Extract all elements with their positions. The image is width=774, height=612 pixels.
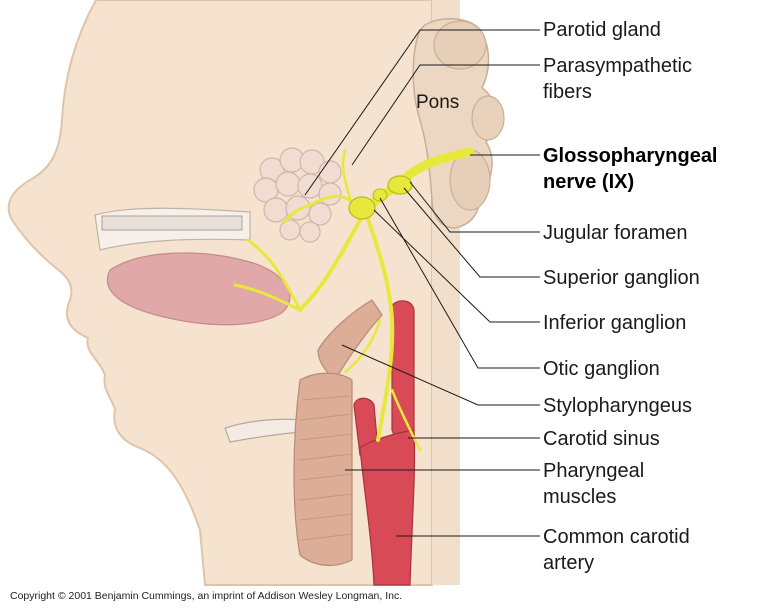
label-glossopharyngeal-nerve: nerve (IX) [543,171,635,193]
stylopharyngeus-muscle [317,299,383,381]
label-stylopharyngeus: Stylopharyngeus [543,395,692,417]
leader-lines [304,29,540,537]
label-pharyngeal-muscles: muscles [543,486,617,508]
label-glossopharyngeal: Glossopharyngeal [543,145,718,167]
label-pharyngeal: Pharyngeal [543,460,645,482]
pons-label: Pons [416,92,460,113]
label-superior-ganglion: Superior ganglion [543,267,700,289]
inferior-ganglion [348,196,376,220]
label-jugular-foramen: Jugular foramen [543,222,688,244]
pharyngeal-muscles [293,372,353,567]
superior-ganglion [387,175,413,195]
label-parotid-gland: Parotid gland [543,19,661,41]
internal-carotid-artery [391,300,415,441]
label-otic-ganglion: Otic ganglion [543,358,660,380]
tongue [106,252,291,326]
label-inferior-ganglion: Inferior ganglion [543,312,687,334]
label-common-carotid: Common carotid [543,526,690,548]
muscle-striations [298,395,353,541]
cerebellum-lobe [433,20,487,70]
common-carotid-artery [359,429,416,586]
copyright-notice: Copyright © 2001 Benjamin Cummings, an i… [10,590,403,602]
pons-lobe [471,95,505,141]
parotid-gland [253,147,342,243]
teeth-row [101,215,243,231]
label-parasympathetic-fibers: fibers [543,81,592,103]
label-common-carotid-artery: artery [543,552,595,574]
label-carotid-sinus: Carotid sinus [543,428,660,450]
otic-ganglion [372,188,388,202]
label-parasympathetic: Parasympathetic [543,55,692,77]
